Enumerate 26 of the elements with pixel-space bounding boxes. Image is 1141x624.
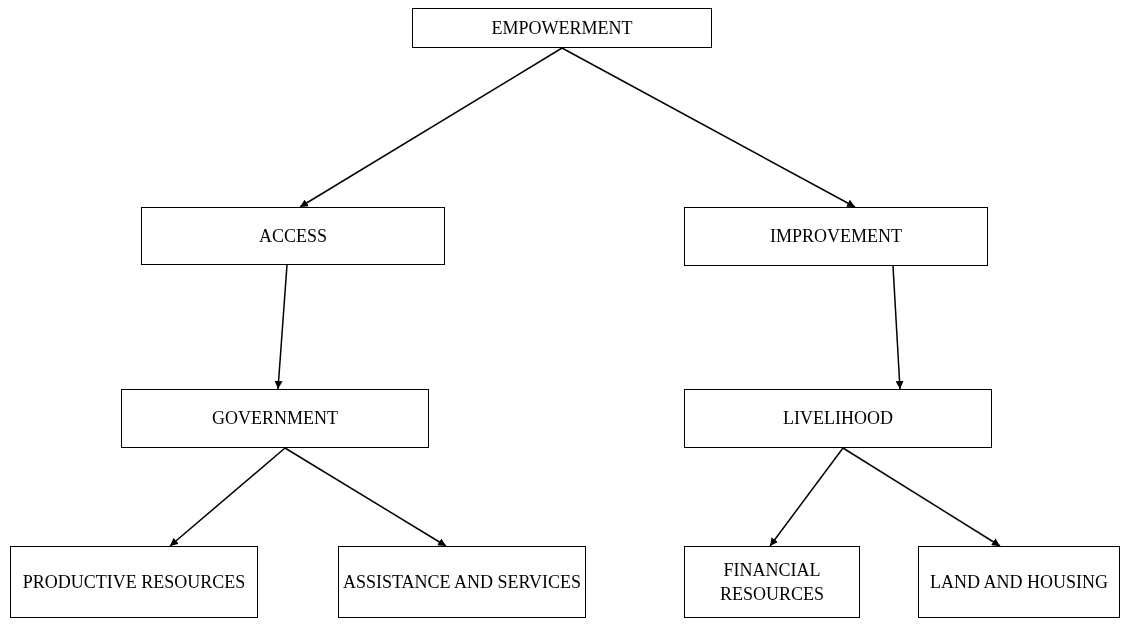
node-label: FINANCIAL RESOURCES	[719, 558, 825, 606]
arrow	[892, 265, 904, 390]
concept-box	[684, 389, 992, 448]
concept-box	[918, 546, 1120, 618]
arrow	[274, 264, 288, 390]
node-label: IMPROVEMENT	[770, 225, 902, 249]
concept-box	[141, 207, 445, 265]
node-label: ACCESS	[259, 224, 327, 248]
concept-box	[338, 546, 586, 618]
node-label: EMPOWERMENT	[491, 16, 633, 40]
concept-box	[412, 8, 712, 48]
concept-box	[10, 546, 258, 618]
arrow	[842, 447, 1001, 547]
concept-box	[684, 207, 988, 266]
arrow	[561, 47, 856, 208]
node-label: GOVERNMENT	[212, 407, 338, 431]
node-label: PRODUCTIVE RESOURCES	[22, 570, 246, 594]
concept-box	[121, 389, 429, 448]
arrow	[284, 447, 447, 547]
node-label: LAND AND HOUSING	[930, 570, 1108, 594]
arrow	[299, 47, 563, 208]
node-label: LIVELIHOOD	[783, 407, 893, 431]
node-label: ASSISTANCE AND SERVICES	[342, 570, 582, 594]
concept-box	[684, 546, 860, 618]
arrow	[769, 447, 844, 547]
arrow	[169, 447, 286, 547]
